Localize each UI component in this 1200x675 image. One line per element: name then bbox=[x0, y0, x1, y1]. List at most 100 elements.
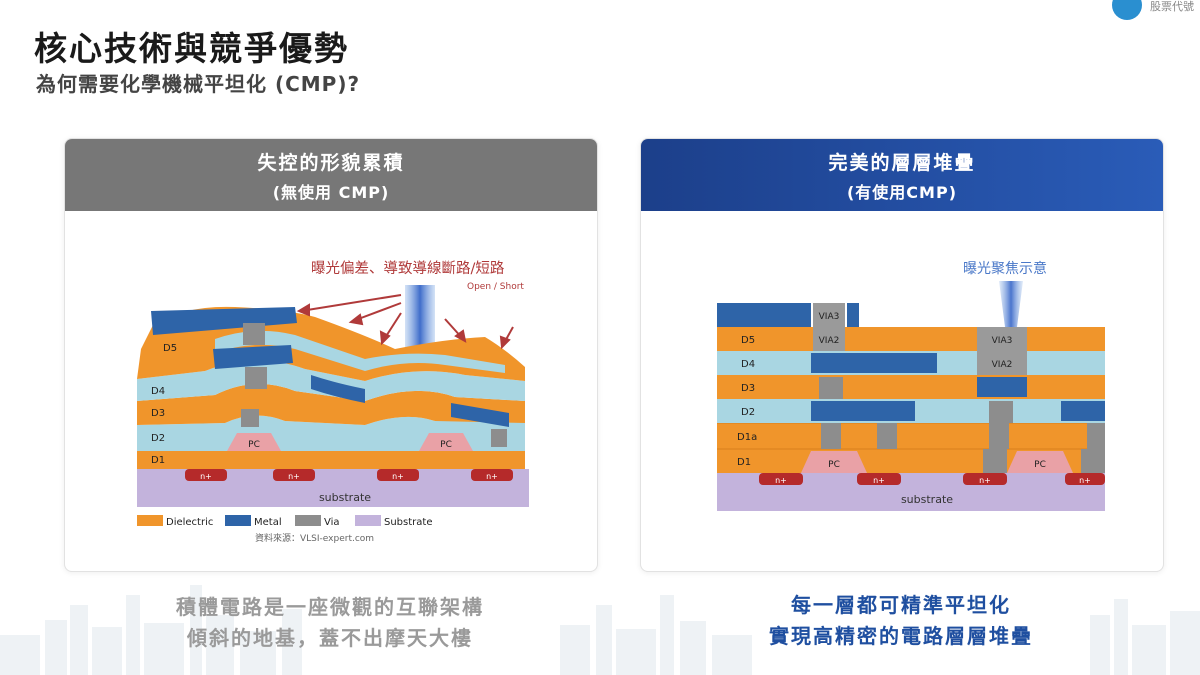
caption-without-cmp: 積體電路是一座微觀的互聯架構 傾斜的地基，蓋不出摩天大樓 bbox=[64, 592, 596, 654]
via bbox=[241, 409, 259, 427]
nplus-label: n+ bbox=[1079, 476, 1091, 485]
via bbox=[989, 401, 1013, 423]
layer-label-d2: D2 bbox=[741, 407, 755, 418]
pc-gate bbox=[419, 433, 473, 451]
via bbox=[245, 367, 267, 389]
via bbox=[819, 377, 843, 399]
layer-label-d3: D3 bbox=[151, 408, 165, 419]
diagram-with-cmp: 曝光聚焦示意 substrate n+ n+ n+ n+ bbox=[717, 260, 1105, 511]
via bbox=[491, 429, 507, 447]
pc-label: PC bbox=[248, 440, 260, 450]
dielectric-block bbox=[717, 377, 815, 397]
nplus-well bbox=[185, 469, 227, 481]
via2-label: VIA2 bbox=[992, 360, 1013, 370]
nplus-label: n+ bbox=[486, 472, 498, 481]
pc-gate bbox=[801, 451, 867, 473]
layer-label-d4: D4 bbox=[741, 359, 755, 370]
metal-segment bbox=[1061, 401, 1105, 421]
metal-segment bbox=[977, 377, 1027, 397]
via bbox=[877, 423, 897, 449]
layer-d5 bbox=[717, 327, 1105, 351]
pc-label: PC bbox=[440, 440, 452, 450]
nplus-well bbox=[273, 469, 315, 481]
nplus-label: n+ bbox=[873, 476, 885, 485]
caption-line: 傾斜的地基，蓋不出摩天大樓 bbox=[187, 626, 473, 650]
metal-segment bbox=[213, 345, 293, 369]
layer-label-d5: D5 bbox=[163, 343, 177, 354]
panel-without-cmp: 失控的形貌累積 (無使用 CMP) 曝光偏差、導致導線斷路/短路 Open / … bbox=[64, 138, 598, 572]
page-title: 核心技術與競爭優勢 bbox=[34, 29, 349, 68]
via3 bbox=[977, 327, 1027, 351]
panel-title: 失控的形貌累積 bbox=[257, 151, 405, 174]
dielectric-band bbox=[215, 330, 505, 373]
pc-label: PC bbox=[828, 460, 840, 470]
legend-swatch-via bbox=[295, 515, 321, 526]
via2 bbox=[813, 327, 845, 351]
layer-label-d1a: D1a bbox=[737, 432, 757, 443]
panel-with-cmp: 完美的層層堆疊 (有使用CMP) 曝光聚焦示意 substrate n+ n+ … bbox=[640, 138, 1164, 572]
layer-label-d5: D5 bbox=[741, 335, 755, 346]
legend-swatch-metal bbox=[225, 515, 251, 526]
nplus-label: n+ bbox=[775, 476, 787, 485]
panel-subtitle: (無使用 CMP) bbox=[272, 182, 390, 202]
layer-d4 bbox=[137, 360, 525, 401]
caption-with-cmp: 每一層都可精準平坦化 實現高精密的電路層層堆疊 bbox=[640, 590, 1162, 652]
nplus-label: n+ bbox=[200, 472, 212, 481]
layer-d1 bbox=[137, 451, 525, 469]
legend-swatch-substrate bbox=[355, 515, 381, 526]
legend-label: Via bbox=[324, 517, 340, 528]
source-note: 資料來源：VLSI-expert.com bbox=[255, 532, 374, 544]
arrow-head-icon bbox=[379, 330, 391, 346]
via bbox=[1087, 423, 1105, 449]
top-metal bbox=[847, 303, 859, 327]
metal-segment bbox=[451, 403, 509, 427]
layer-label-d3: D3 bbox=[741, 383, 755, 394]
nplus-well bbox=[857, 473, 901, 485]
via3-label: VIA3 bbox=[819, 312, 840, 322]
via bbox=[989, 423, 1009, 449]
pc-label: PC bbox=[1034, 460, 1046, 470]
diagram-without-cmp: 曝光偏差、導致導線斷路/短路 Open / Short substrate n+… bbox=[137, 260, 529, 544]
top-metal bbox=[151, 307, 297, 335]
layer-label-d1: D1 bbox=[737, 457, 751, 468]
nplus-label: n+ bbox=[979, 476, 991, 485]
nplus-label: n+ bbox=[288, 472, 300, 481]
logo-text: 股票代號 bbox=[1150, 0, 1194, 13]
legend-label: Metal bbox=[254, 517, 282, 528]
legend-label: Substrate bbox=[384, 517, 432, 528]
via3-label: VIA3 bbox=[992, 336, 1013, 346]
via2-label: VIA2 bbox=[819, 336, 840, 346]
exposure-beam bbox=[405, 285, 435, 351]
substrate-label: substrate bbox=[901, 493, 953, 506]
layer-label-d4: D4 bbox=[151, 386, 165, 397]
nplus-well bbox=[377, 469, 419, 481]
arrow-icon bbox=[300, 294, 402, 312]
nplus-well bbox=[471, 469, 513, 481]
annotation-exposure-focus: 曝光聚焦示意 bbox=[963, 260, 1047, 277]
panel-header-with-cmp: 完美的層層堆疊 (有使用CMP) bbox=[641, 139, 1163, 211]
arrow-head-icon bbox=[296, 303, 310, 317]
panel-title: 完美的層層堆疊 bbox=[828, 151, 976, 174]
legend: Dielectric Metal Via Substrate bbox=[137, 515, 432, 528]
via bbox=[1081, 449, 1105, 473]
caption-line: 實現高精密的電路層層堆疊 bbox=[769, 624, 1033, 648]
arrow-head-icon bbox=[499, 335, 511, 350]
top-metal bbox=[717, 303, 811, 327]
annotation-open-short: 曝光偏差、導致導線斷路/短路 bbox=[311, 260, 505, 277]
layer-d1a bbox=[717, 423, 1105, 449]
panel-subtitle: (有使用CMP) bbox=[846, 182, 958, 202]
nplus-well bbox=[759, 473, 803, 485]
panel-header-without-cmp: 失控的形貌累積 (無使用 CMP) bbox=[65, 139, 597, 211]
nplus-label: n+ bbox=[392, 472, 404, 481]
arrow-head-icon bbox=[454, 329, 467, 343]
legend-swatch-dielectric bbox=[137, 515, 163, 526]
via bbox=[983, 449, 1007, 473]
nplus-well bbox=[963, 473, 1007, 485]
layer-label-d1: D1 bbox=[151, 455, 165, 466]
logo-globe-icon bbox=[1112, 0, 1142, 20]
via bbox=[243, 323, 265, 345]
arrow-head-icon bbox=[348, 313, 364, 326]
via bbox=[821, 423, 841, 449]
annotation-open-short-en: Open / Short bbox=[467, 282, 524, 292]
pc-gate bbox=[227, 433, 281, 451]
